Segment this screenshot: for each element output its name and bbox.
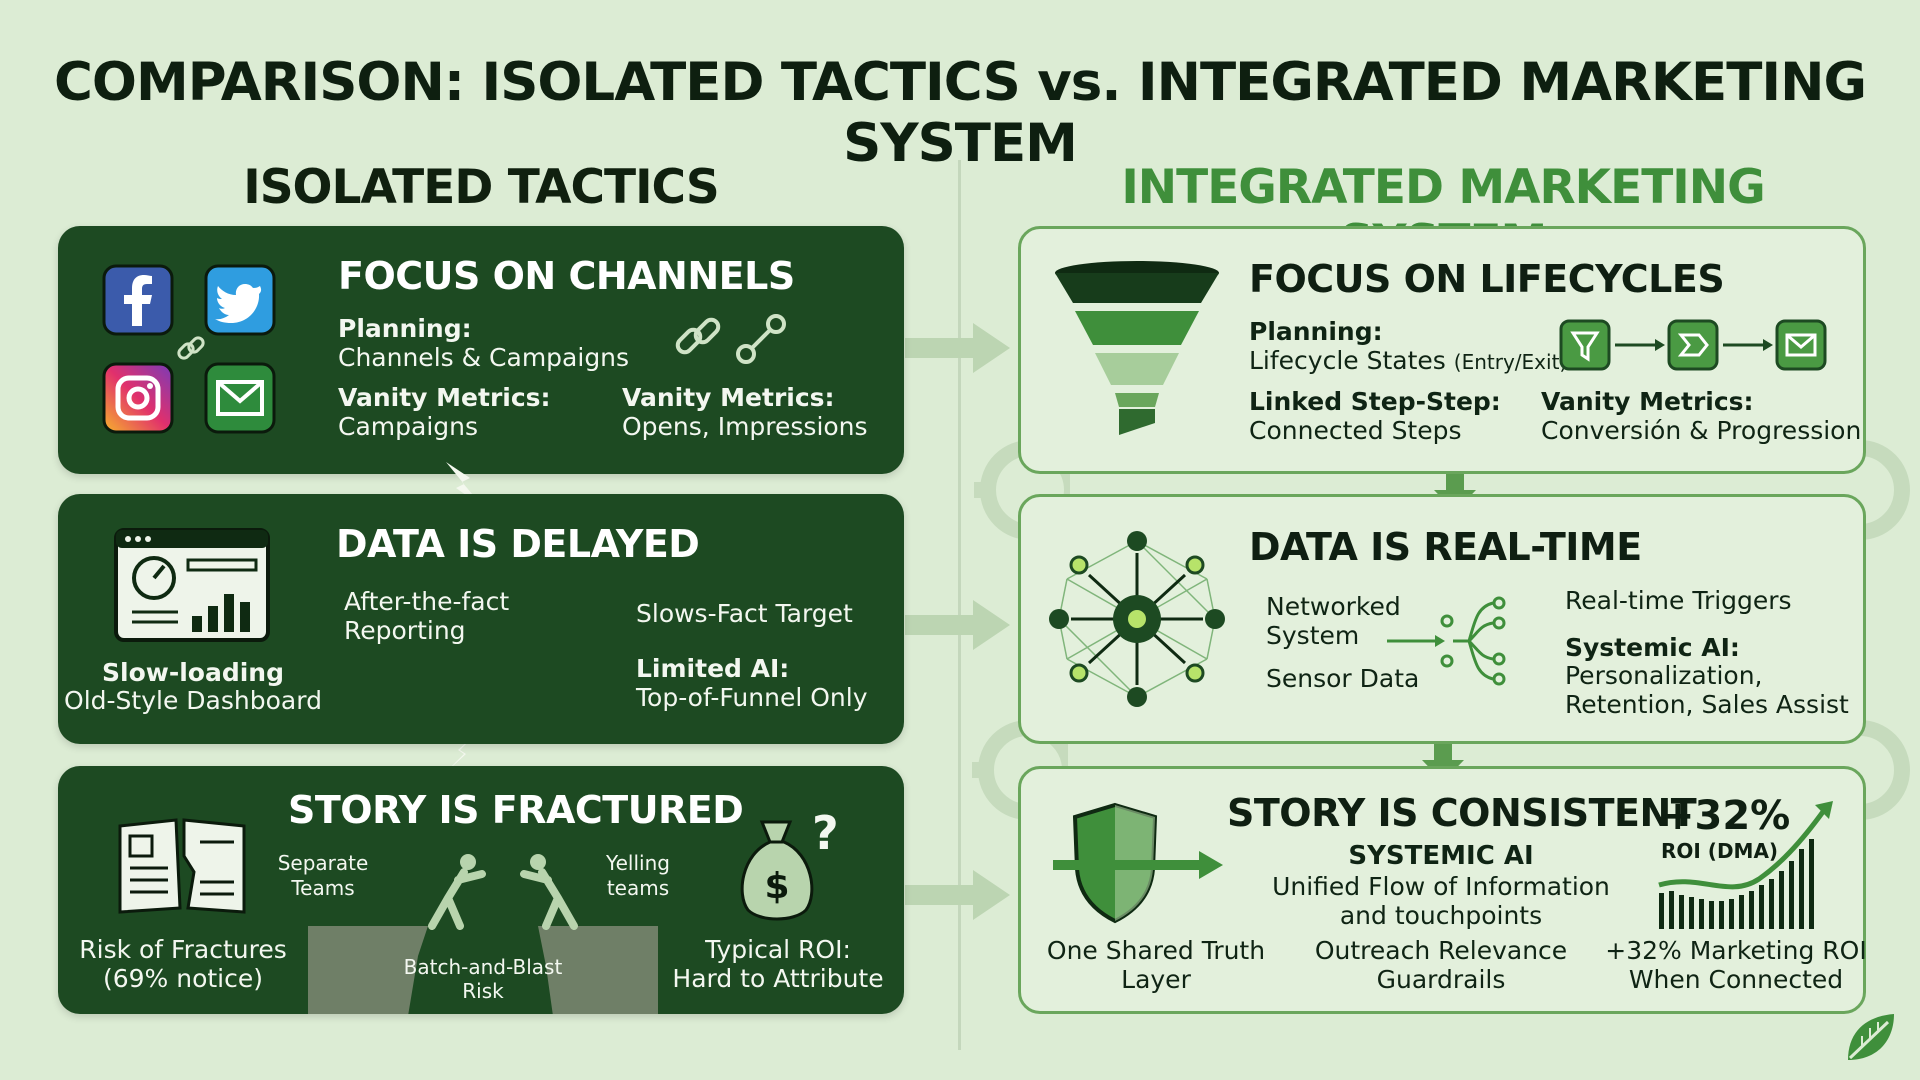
panel-data-is-delayed: Slow-loading Old-Style Dashboard DATA IS… (58, 494, 904, 744)
linked-value: Connected Steps (1249, 416, 1462, 445)
outreach-label-line2: Guardrails (1376, 965, 1506, 994)
planning-value: Lifecycle States (Entry/Exit) (1249, 346, 1568, 376)
left-column-title: ISOLATED TACTICS (243, 160, 720, 215)
broken-link-icon (736, 314, 786, 364)
yelling-label-line1: Yelling (606, 851, 670, 875)
dashboard-icon (114, 528, 270, 642)
lifecycle-flow-icon (1559, 319, 1827, 371)
network-label-line1: Networked (1266, 592, 1401, 621)
flow-label-line1: Unified Flow of Information (1272, 872, 1610, 901)
funnel-icon (1055, 261, 1219, 435)
panel-title: DATA IS REAL-TIME (1249, 525, 1642, 569)
dashboard-sub: Old-Style Dashboard (64, 686, 322, 715)
limited-ai-value: Top-of-Funnel Only (636, 683, 868, 712)
planning-small: (Entry/Exit) (1453, 350, 1568, 374)
separate-label-line2: Teams (291, 876, 355, 900)
planning-label: Planning: (1249, 317, 1383, 346)
signal-branch-icon (1387, 596, 1506, 686)
vanity-metrics-label: Vanity Metrics: (622, 383, 835, 412)
planning-value: Channels & Campaigns (338, 343, 630, 372)
book-label-line1: Risk of Fractures (79, 935, 287, 964)
column-divider (958, 160, 961, 1050)
truth-label-line1: One Shared Truth (1046, 936, 1266, 965)
truth-label-line2: Layer (1121, 965, 1191, 994)
page-title: COMPARISON: ISOLATED TACTICS vs. INTEGRA… (54, 52, 1867, 174)
person-pushing-icon (428, 854, 486, 930)
question-mark: ? (812, 806, 839, 860)
panel-data-is-real-time: DATA IS REAL-TIME Networked System Senso… (1018, 494, 1866, 744)
sensor-label: Sensor Data (1266, 664, 1420, 693)
roi-label-line1: Typical ROI: (705, 935, 851, 964)
chain-link-icon (675, 317, 721, 355)
panel-title: FOCUS ON LIFECYCLES (1249, 257, 1725, 301)
right-arrow-icon (905, 600, 1010, 650)
email-icon (204, 362, 276, 434)
growth-chart-icon (1658, 801, 1833, 929)
linked-label: Linked Step-Step: (1249, 387, 1501, 416)
roi-label-line2: Hard to Attribute (672, 964, 884, 993)
vanity-metrics-value: Opens, Impressions (622, 412, 868, 441)
systemic-ai-heading: SYSTEMIC AI (1348, 841, 1534, 871)
cliff-gap-icon (308, 926, 658, 1014)
panel-title: FOCUS ON CHANNELS (338, 254, 795, 298)
flow-label-line2: and touchpoints (1339, 901, 1543, 930)
instagram-icon (102, 362, 174, 434)
systemic-ai-line2: Retention, Sales Assist (1565, 690, 1849, 719)
shield-icon (1053, 802, 1223, 924)
leaf-logo-icon (1848, 1014, 1894, 1060)
vanity-metrics-label: Vanity Metrics: (1541, 387, 1754, 416)
facebook-icon (102, 264, 174, 336)
systemic-ai-label: Systemic AI: (1565, 633, 1740, 662)
cliff-label-line1: Batch-and-Blast (403, 955, 563, 979)
vanity-metrics-value: Conversión & Progression (1541, 416, 1862, 445)
yelling-label-line2: teams (606, 876, 670, 900)
person-yelling-icon (520, 854, 578, 930)
link-icon (177, 336, 205, 360)
limited-ai-label: Limited AI: (636, 654, 790, 683)
panel-story-is-fractured: STORY IS FRACTURED Risk of Fractures (69… (58, 766, 904, 1014)
roi-big-value: +32% (1661, 793, 1791, 839)
cliff-label-line2: Risk (462, 979, 504, 1003)
svg-text:$: $ (764, 866, 789, 907)
right-arrow-icon (905, 870, 1010, 920)
report-line2: Reporting (344, 616, 466, 645)
roi-label-line2: When Connected (1628, 965, 1844, 994)
book-label-line2: (69% notice) (102, 964, 264, 993)
roi-label-line1: +32% Marketing ROI (1605, 936, 1867, 965)
panel-title: STORY IS FRACTURED (288, 788, 744, 832)
twitter-icon (204, 264, 276, 336)
right-arrow-icon (905, 323, 1010, 373)
outreach-label-line1: Outreach Relevance (1314, 936, 1568, 965)
target-label: Slows-Fact Target (636, 599, 853, 628)
panel-title: STORY IS CONSISTENT (1227, 791, 1697, 835)
panel-focus-on-channels: FOCUS ON CHANNELS Planning: Channels & C… (58, 226, 904, 474)
systemic-ai-line1: Personalization, (1565, 661, 1763, 690)
triggers-label: Real-time Triggers (1565, 586, 1792, 615)
money-bag-icon: $ (740, 820, 814, 921)
vanity-metrics-label: Vanity Metrics: (338, 383, 551, 412)
torn-book-icon (118, 818, 246, 914)
dashboard-label: Slow-loading (102, 658, 284, 687)
network-label-line2: System (1266, 621, 1360, 650)
crack-icon (446, 462, 484, 508)
panel-story-is-consistent: One Shared Truth Layer STORY IS CONSISTE… (1018, 766, 1867, 1014)
report-line1: After-the-fact (344, 587, 510, 616)
panel-title: DATA IS DELAYED (336, 522, 700, 566)
roi-small-label: ROI (DMA) (1661, 839, 1779, 863)
separate-label-line1: Separate (277, 851, 369, 875)
vanity-metrics-value: Campaigns (338, 412, 479, 441)
network-icon (1049, 531, 1225, 707)
panel-focus-on-lifecycles: FOCUS ON LIFECYCLES Planning: Lifecycle … (1018, 226, 1866, 474)
planning-label: Planning: (338, 314, 472, 343)
planning-value-text: Lifecycle States (1249, 346, 1446, 375)
